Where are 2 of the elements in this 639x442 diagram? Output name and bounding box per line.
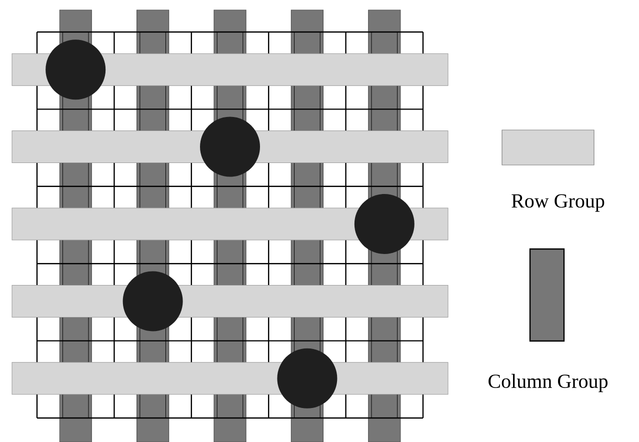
legend-label: Column Group (488, 374, 608, 392)
legend-label: Row Group (512, 194, 604, 212)
